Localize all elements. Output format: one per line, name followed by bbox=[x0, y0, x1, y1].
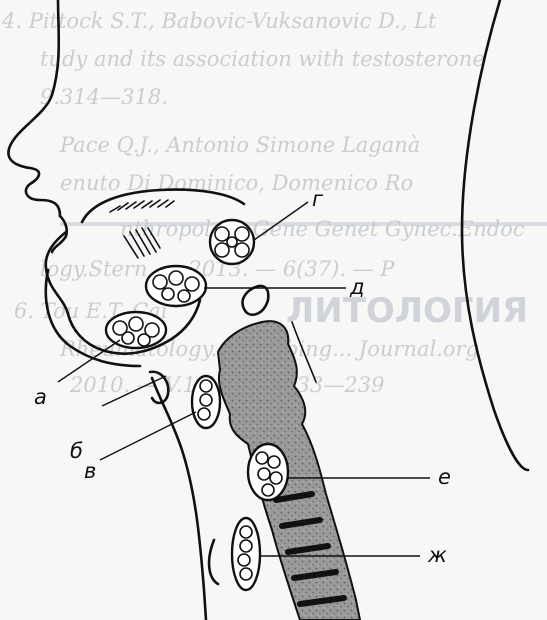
gland-v bbox=[192, 376, 220, 428]
label-v: в bbox=[84, 459, 96, 483]
label-e: е bbox=[438, 465, 451, 489]
bleed-line-3: 9.314—318. bbox=[40, 85, 168, 109]
bleed-line-2: tudy and its association with testostero… bbox=[40, 47, 485, 71]
bleed-line-5: enuto Di Dominico, Domenico Ro bbox=[60, 171, 413, 195]
bleed-line-4: Pace Q.J., Antonio Simone Laganà bbox=[59, 133, 420, 157]
bleed-rule bbox=[60, 222, 547, 226]
gland-zh bbox=[232, 518, 260, 590]
gland-e bbox=[248, 444, 288, 500]
label-a: а bbox=[34, 385, 47, 409]
bleed-line-1: 4. Pittock S.T., Babovic-Vuksanovic D., … bbox=[1, 9, 437, 33]
label-g: г bbox=[312, 187, 324, 211]
bleed-heading: ЛИТОЛОГИЯ bbox=[286, 291, 528, 331]
gland-g bbox=[210, 220, 254, 264]
bleed-line-6: nthropology.Gene Genet Gynec.Endoc bbox=[120, 217, 525, 241]
label-d: д bbox=[349, 275, 365, 299]
epiglottis bbox=[243, 286, 269, 315]
palate-hatching bbox=[110, 200, 174, 212]
gland-d bbox=[146, 266, 206, 306]
clavicle-notch bbox=[209, 540, 218, 584]
label-b: б bbox=[70, 439, 83, 463]
bleed-line-7: logy.Stern. — 2013. — 6(37). — P bbox=[40, 257, 395, 281]
label-zh: ж bbox=[427, 543, 447, 567]
